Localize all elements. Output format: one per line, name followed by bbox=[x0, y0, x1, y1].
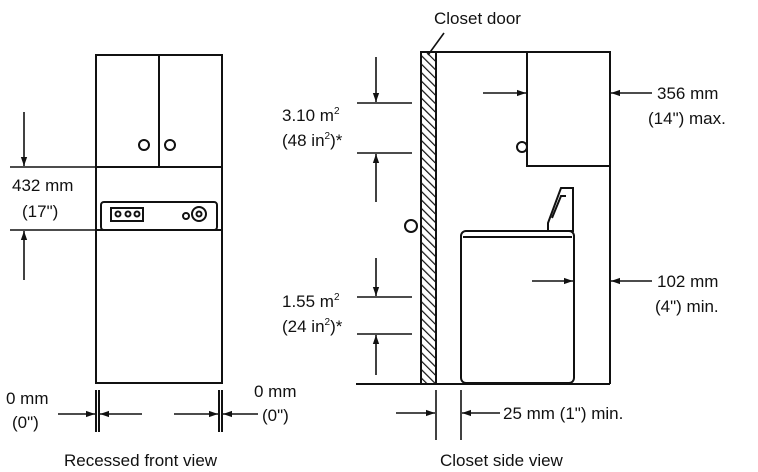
front-clearance-label: 25 mm (1") min. bbox=[503, 404, 623, 423]
front-console-small-knob bbox=[182, 212, 190, 220]
closet-door-label: Closet door bbox=[434, 9, 521, 28]
front-console-dial-center bbox=[195, 210, 203, 218]
front-left-gap-in: (0") bbox=[12, 413, 39, 432]
front-console-dial bbox=[191, 206, 207, 222]
front-right-gap-mm: 0 mm bbox=[254, 382, 297, 401]
door-label-leader bbox=[427, 32, 445, 56]
front-console-knob-c bbox=[133, 210, 141, 218]
side-view bbox=[356, 51, 611, 385]
side-dimensions bbox=[357, 32, 652, 440]
top-vent-area: 3.10 m2 bbox=[282, 106, 340, 125]
rear-clearance-mm: 102 mm bbox=[657, 272, 718, 291]
bottom-vent-area: 1.55 m2 bbox=[282, 292, 340, 311]
front-right-gap-in: (0") bbox=[262, 406, 289, 425]
front-height-in: (17") bbox=[22, 202, 58, 221]
front-view bbox=[95, 54, 223, 432]
side-washer-body bbox=[460, 230, 575, 384]
front-cabinet-knob-left bbox=[138, 139, 150, 151]
front-console-knob-a bbox=[114, 210, 122, 218]
closet-door-knob bbox=[404, 219, 418, 233]
front-height-mm: 432 mm bbox=[12, 176, 73, 195]
front-view-caption: Recessed front view bbox=[64, 451, 218, 470]
bottom-vent-alt: (24 in2)* bbox=[282, 317, 343, 336]
front-dimensions bbox=[10, 112, 258, 418]
side-washer-console bbox=[547, 187, 574, 232]
front-washer-body bbox=[95, 229, 223, 384]
cabinet-depth-in: (14") max. bbox=[648, 109, 726, 128]
front-console-display bbox=[110, 207, 144, 222]
side-view-caption: Closet side view bbox=[440, 451, 564, 470]
front-console-knob-b bbox=[124, 210, 132, 218]
cabinet-depth-mm: 356 mm bbox=[657, 84, 718, 103]
closet-door-hatched bbox=[420, 51, 437, 385]
front-left-gap-mm: 0 mm bbox=[6, 389, 49, 408]
side-upper-cabinet bbox=[526, 51, 611, 167]
top-vent-alt: (48 in2)* bbox=[282, 131, 343, 150]
side-cabinet-knob bbox=[516, 141, 528, 153]
side-console-detail bbox=[551, 195, 566, 219]
front-cabinet-knob-right bbox=[164, 139, 176, 151]
rear-clearance-in: (4") min. bbox=[655, 297, 719, 316]
